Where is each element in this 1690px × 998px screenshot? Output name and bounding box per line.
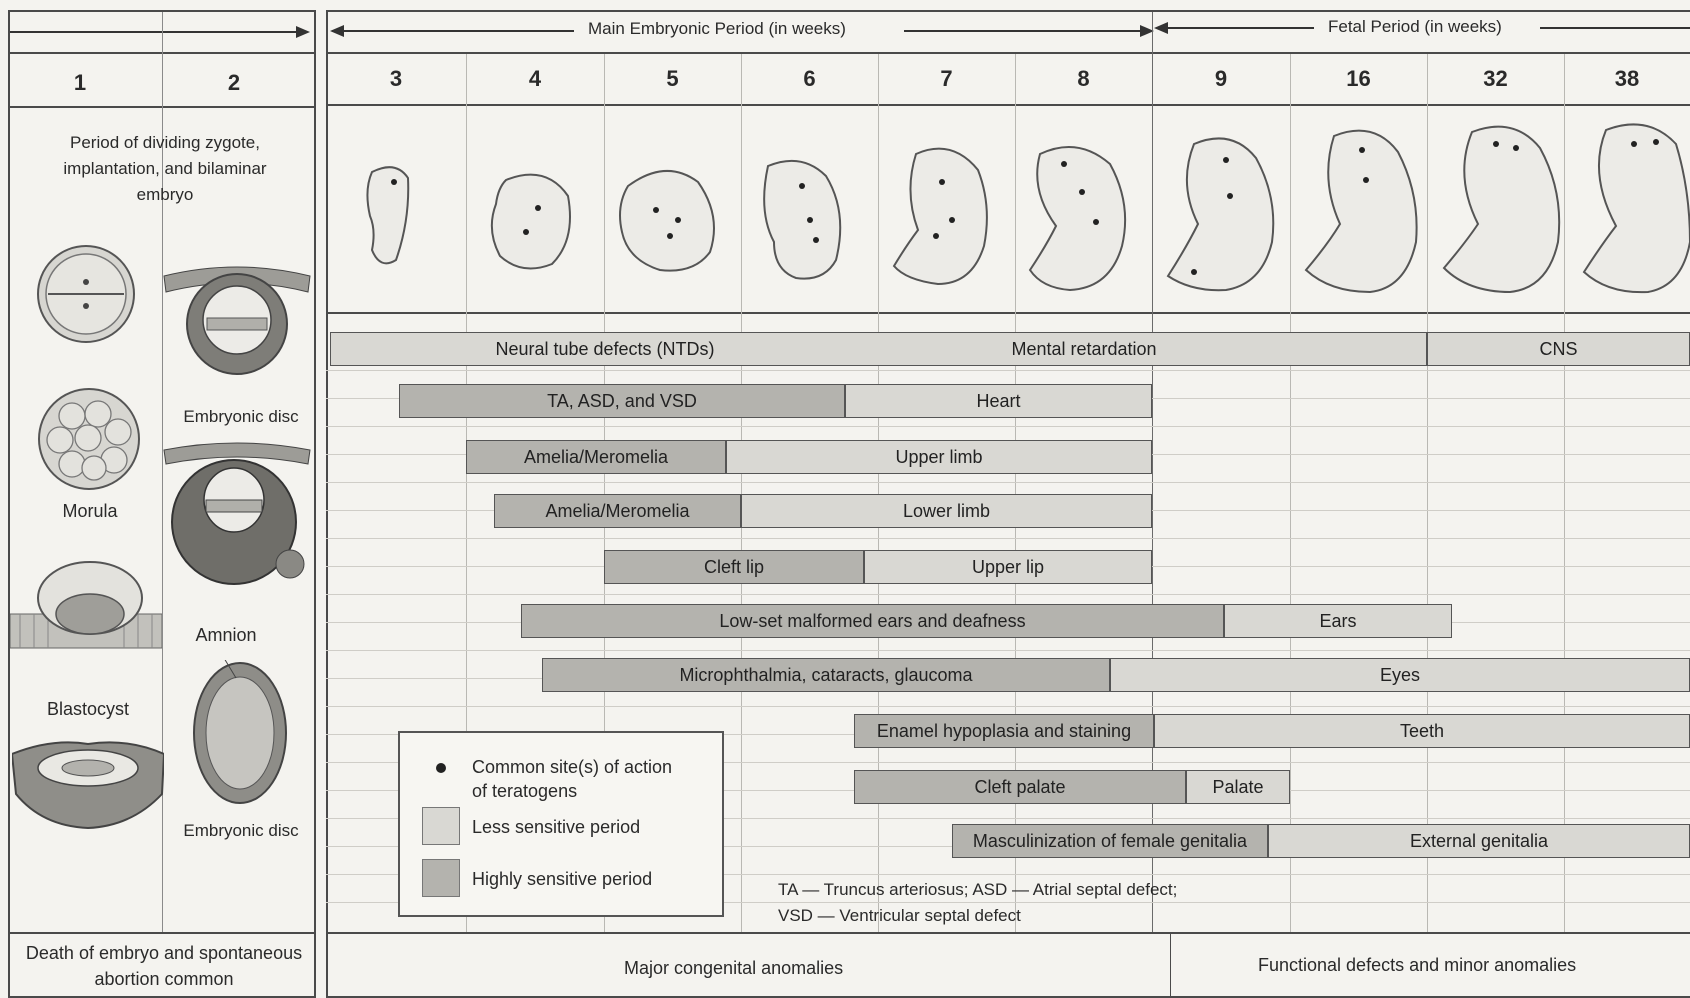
- highly-sensitive-swatch: [422, 859, 460, 897]
- bar-segment-lower-limb-0: Amelia/Meromelia: [494, 494, 741, 528]
- bilaminar-embryo-illustration-2: [163, 442, 311, 585]
- row-gridline: [326, 482, 1690, 483]
- bar-segment-eyes-0: Microphthalmia, cataracts, glaucoma: [542, 658, 1110, 692]
- bar-segment-cns-1: Mental retardation: [1011, 338, 1157, 359]
- amnion-label: Amnion: [195, 625, 257, 645]
- bar-segment-lower-limb-1: Lower limb: [741, 494, 1152, 528]
- bar-cns-background: [330, 332, 1427, 366]
- left-header-arrowhead: [296, 26, 310, 38]
- bar-segment-cns-2: CNS: [1427, 332, 1690, 366]
- embryonic-disc-label-top: Embryonic disc: [183, 407, 299, 426]
- left-header-arrow: [10, 31, 300, 33]
- row-gridline: [326, 538, 1690, 539]
- week-38: 38: [1614, 66, 1640, 91]
- week-4: 4: [528, 66, 542, 91]
- bar-segment-heart-1: Heart: [845, 384, 1152, 418]
- week-gridline: [1152, 12, 1153, 932]
- week-gridline: [604, 54, 605, 932]
- week-6: 6: [803, 66, 816, 91]
- bar-segment-heart-0: TA, ASD, and VSD: [399, 384, 845, 418]
- embryonic-arrow-right: [904, 30, 1144, 32]
- embryonic-arrowhead-left: [330, 25, 344, 37]
- blastocyst-illustration: [12, 741, 164, 830]
- row-gridline: [326, 370, 1690, 371]
- bar-segment-ears-0: Low-set malformed ears and deafness: [521, 604, 1224, 638]
- bar-segment-genitalia-0: Masculinization of female genitalia: [952, 824, 1268, 858]
- footer-functional: Functional defects and minor anomalies: [1258, 955, 1577, 975]
- week-5: 5: [666, 66, 679, 91]
- embryonic-arrowhead-right: [1140, 25, 1154, 37]
- legend: Common site(s) of action of teratogens L…: [398, 731, 724, 917]
- week-gridline: [1015, 54, 1016, 932]
- week-gridline: [466, 54, 467, 932]
- fetal-arrow-right: [1540, 27, 1690, 29]
- week-gridline: [1427, 54, 1428, 932]
- week-gridline: [878, 54, 879, 932]
- bar-segment-palate-1: Palate: [1186, 770, 1290, 804]
- embryonic-disc-label-bottom: Embryonic disc: [183, 821, 299, 840]
- bar-segment-teeth-0: Enamel hypoplasia and staining: [854, 714, 1154, 748]
- teratogen-dot-icon: [436, 763, 446, 773]
- bar-segment-upper-limb-1: Upper limb: [726, 440, 1152, 474]
- abbreviation-line-1: TA — Truncus arteriosus; ASD — Atrial se…: [778, 880, 1178, 899]
- week-32: 32: [1483, 66, 1508, 91]
- morula-label: Morula: [62, 501, 118, 521]
- week-gridline: [1290, 54, 1291, 932]
- row-gridline: [326, 426, 1690, 427]
- week-gridline: [741, 54, 742, 932]
- week-gridline: [1564, 54, 1565, 932]
- legend-less: Less sensitive period: [472, 817, 641, 837]
- blastocyst-label: Blastocyst: [46, 699, 130, 719]
- week-16: 16: [1346, 66, 1371, 91]
- left-description: Period of dividing zygote, implantation,…: [63, 133, 267, 204]
- bar-segment-lip-0: Cleft lip: [604, 550, 864, 584]
- bar-segment-eyes-1: Eyes: [1110, 658, 1690, 692]
- row-gridline: [326, 594, 1690, 595]
- row-gridline: [326, 902, 1690, 903]
- embryonic-period-title: Main Embryonic Period (in weeks): [588, 19, 846, 38]
- fetal-period-title: Fetal Period (in weeks): [1328, 17, 1502, 36]
- abbreviation-line-2: VSD — Ventricular septal defect: [778, 906, 1021, 925]
- footer-major: Major congenital anomalies: [624, 958, 844, 978]
- week-1: 1: [73, 70, 87, 95]
- implanting-blastocyst-illustration: [10, 561, 162, 649]
- left-footer: Death of embryo and spontaneous abortion…: [25, 943, 303, 989]
- zygote-illustration: [37, 245, 135, 343]
- bar-segment-ears-1: Ears: [1224, 604, 1452, 638]
- week-8: 8: [1077, 66, 1090, 91]
- week-2: 2: [227, 70, 241, 95]
- row-gridline: [326, 650, 1690, 651]
- embryonic-arrow-left: [332, 30, 574, 32]
- row-gridline: [326, 874, 1690, 875]
- bar-segment-genitalia-1: External genitalia: [1268, 824, 1690, 858]
- legend-dot-text-2: of teratogens: [472, 781, 578, 801]
- row-gridline: [326, 706, 1690, 707]
- bar-segment-upper-limb-0: Amelia/Meromelia: [466, 440, 726, 474]
- bar-segment-teeth-1: Teeth: [1154, 714, 1690, 748]
- morula-illustration: [38, 388, 140, 490]
- legend-high: Highly sensitive period: [472, 869, 653, 889]
- row-gridline: [326, 818, 1690, 819]
- embryo-illustrations: [366, 123, 1690, 294]
- bar-segment-lip-1: Upper lip: [864, 550, 1152, 584]
- week-9: 9: [1214, 66, 1228, 91]
- week-7: 7: [940, 66, 953, 91]
- bar-segment-cns-0: Neural tube defects (NTDs): [495, 338, 715, 359]
- week-3: 3: [389, 66, 403, 91]
- bar-segment-palate-0: Cleft palate: [854, 770, 1186, 804]
- bilaminar-embryo-illustration-1: [163, 266, 311, 375]
- fetal-arrow-left: [1160, 27, 1314, 29]
- row-gridline: [326, 762, 1690, 763]
- less-sensitive-swatch: [422, 807, 460, 845]
- legend-dot-text-1: Common site(s) of action: [472, 757, 673, 777]
- embryonic-disc-illustration: [193, 660, 287, 804]
